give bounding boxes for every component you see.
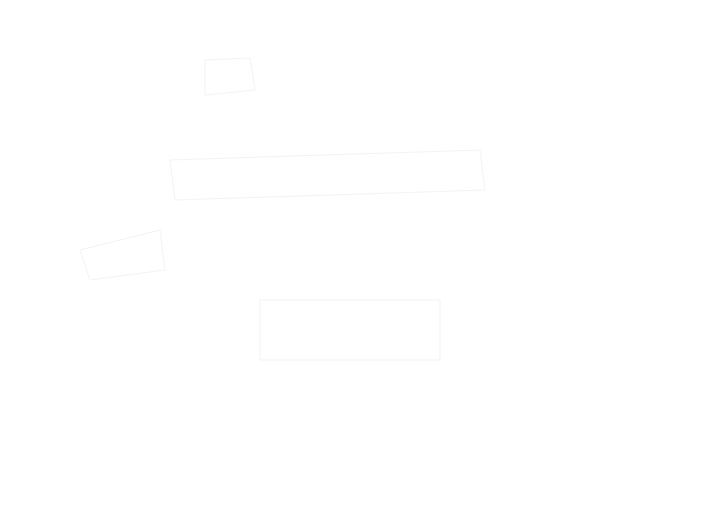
faint-trace-middle — [169, 149, 486, 201]
faint-trace-lower — [259, 299, 441, 361]
faint-trace-left — [79, 229, 166, 281]
faint-trace-upper — [204, 57, 256, 96]
